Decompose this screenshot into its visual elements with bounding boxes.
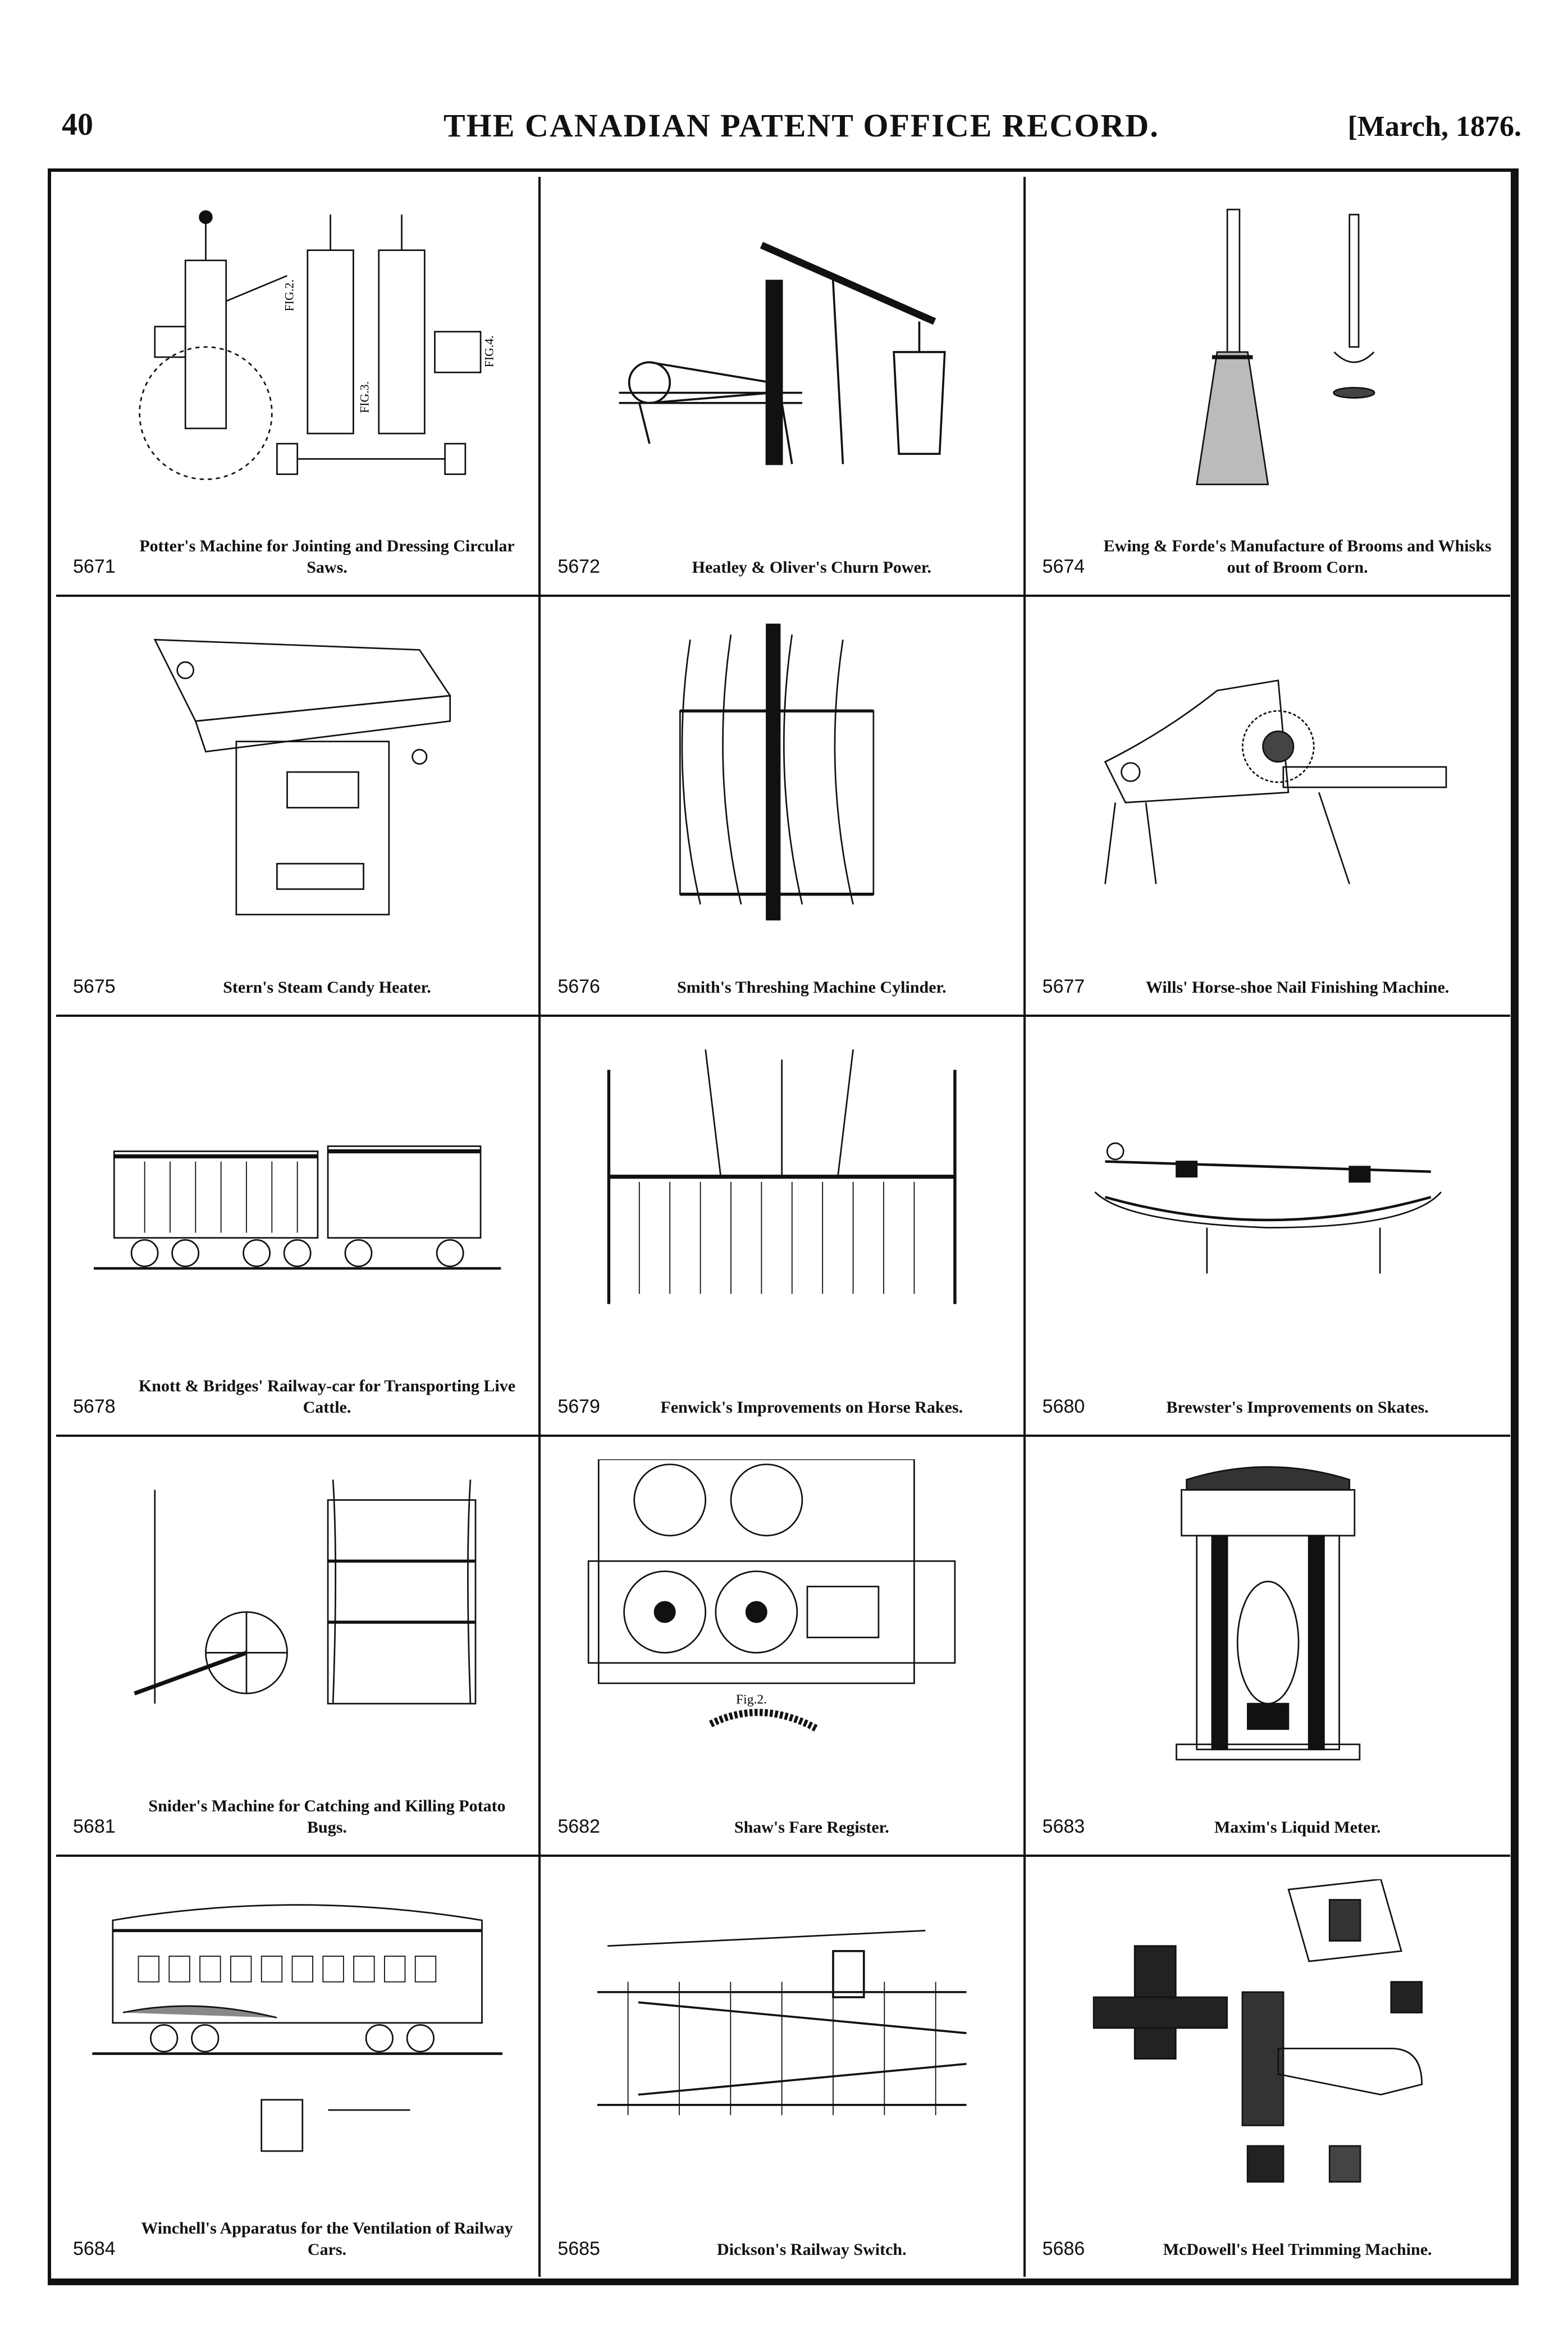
issue-date: [March, 1876. [1347,111,1521,143]
railway-car-ventilation-drawing-icon [79,1879,516,2187]
candy-heater-drawing-icon [79,619,516,925]
patent-cell-5686: 5686 McDowell's Heel Trimming Machine. [1026,1857,1510,2277]
patent-cell-5671: FIG.2. FIG.3. FIG.4. 5671 Potter's Machi… [56,177,541,597]
patent-title: Maxim's Liquid Meter. [1214,1818,1381,1837]
patent-title: McDowell's Heel Trimming Machine. [1163,2240,1432,2259]
patent-number: 5677 [1042,976,1085,997]
fig4-label: FIG.4. [483,335,496,367]
caption: 5680 Brewster's Improvements on Skates. [1043,1356,1493,1418]
patent-cell-5683: 5683 Maxim's Liquid Meter. [1025,1437,1510,1857]
patent-cell-5681: 5681 Snider's Machine for Catching and K… [56,1437,541,1857]
caption: 5676 Smith's Threshing Machine Cylinder. [557,936,1006,998]
patent-title: Shaw's Fare Register. [734,1818,889,1837]
patent-title: Winchell's Apparatus for the Ventilation… [141,2219,513,2259]
patent-cell-5678: 5678 Knott & Bridges' Railway-car for Tr… [56,1017,541,1437]
caption: 5682 Shaw's Fare Register. [557,1776,1006,1838]
patent-cell-5682: Fig.2. 5682 Shaw's Fare Register. [541,1437,1026,1857]
caption: 5681 Snider's Machine for Catching and K… [73,1776,522,1838]
horse-rake-drawing-icon [563,1039,1000,1345]
patent-cell-5684: 5684 Winchell's Apparatus for the Ventil… [56,1857,541,2277]
patent-title: Knott & Bridges' Railway-car for Transpo… [138,1377,516,1417]
patent-number: 5676 [557,976,600,997]
heel-trimming-machine-drawing-icon [1048,1878,1488,2187]
patent-title: Ewing & Forde's Manufacture of Brooms an… [1103,537,1492,577]
page-header: 40 THE CANADIAN PATENT OFFICE RECORD. [M… [62,107,1521,157]
patent-cell-5674: 5674 Ewing & Forde's Manufacture of Broo… [1025,177,1510,597]
caption: 5675 Stern's Steam Candy Heater. [73,936,522,998]
patent-number: 5685 [557,2238,600,2259]
patent-number: 5686 [1042,2238,1085,2259]
patent-cell-5685: 5685 Dickson's Railway Switch. [541,1857,1026,2277]
fig3-label: FIG.3. [358,381,372,413]
patent-title: Wills' Horse-shoe Nail Finishing Machine… [1145,978,1450,997]
railway-switch-drawing-icon [563,1879,1000,2187]
patent-grid: FIG.2. FIG.3. FIG.4. 5671 Potter's Machi… [56,177,1510,2277]
page-title: THE CANADIAN PATENT OFFICE RECORD. [444,107,1159,144]
patent-title: Fenwick's Improvements on Horse Rakes. [660,1398,963,1417]
caption: 5671 Potter's Machine for Jointing and D… [73,516,522,578]
caption: 5679 Fenwick's Improvements on Horse Rak… [557,1356,1006,1418]
threshing-cylinder-drawing-icon [563,619,1000,925]
potato-bug-machine-drawing-icon [79,1459,516,1765]
caption: 5683 Maxim's Liquid Meter. [1043,1776,1493,1838]
page-number: 40 [62,107,93,142]
nail-finishing-machine-drawing-icon [1048,619,1488,925]
patent-number: 5681 [73,1816,116,1837]
patent-number: 5680 [1042,1396,1085,1417]
churn-power-drawing-icon [563,199,1000,505]
fare-register-drawing-icon: Fig.2. [563,1458,1000,1765]
patent-cell-5677: 5677 Wills' Horse-shoe Nail Finishing Ma… [1025,597,1510,1017]
skate-drawing-icon [1048,1039,1488,1345]
patent-cell-5672: 5672 Heatley & Oliver's Churn Power. [541,177,1026,597]
patent-number: 5682 [557,1816,600,1837]
caption: 5674 Ewing & Forde's Manufacture of Broo… [1043,516,1493,578]
liquid-meter-drawing-icon [1048,1459,1488,1765]
patent-title: Stern's Steam Candy Heater. [223,978,431,997]
patent-number: 5671 [73,556,116,577]
caption: 5684 Winchell's Apparatus for the Ventil… [73,2198,522,2260]
patent-cell-5680: 5680 Brewster's Improvements on Skates. [1025,1017,1510,1437]
caption: 5678 Knott & Bridges' Railway-car for Tr… [73,1356,522,1418]
patent-number: 5679 [557,1396,600,1417]
patent-number: 5678 [73,1396,116,1417]
patent-number: 5672 [557,556,600,577]
patent-cell-5675: 5675 Stern's Steam Candy Heater. [56,597,541,1017]
patent-title: Smith's Threshing Machine Cylinder. [677,978,947,997]
patent-title: Potter's Machine for Jointing and Dressi… [139,537,515,577]
patent-number: 5683 [1042,1816,1085,1837]
patent-title: Snider's Machine for Catching and Killin… [148,1797,506,1837]
patent-number: 5684 [73,2238,116,2259]
saw-jointing-machine-drawing-icon: FIG.2. FIG.3. FIG.4. [79,199,516,505]
broom-drawing-icon [1048,199,1488,505]
patent-number: 5674 [1042,556,1085,577]
caption: 5672 Heatley & Oliver's Churn Power. [557,516,1006,578]
patent-number: 5675 [73,976,116,997]
patent-cell-5676: 5676 Smith's Threshing Machine Cylinder. [541,597,1026,1017]
cattle-car-drawing-icon [79,1039,516,1345]
fig2b-label: Fig.2. [736,1692,767,1707]
patent-title: Brewster's Improvements on Skates. [1166,1398,1429,1417]
patent-title: Heatley & Oliver's Churn Power. [692,558,931,577]
caption: 5685 Dickson's Railway Switch. [557,2198,1006,2260]
patent-cell-5679: 5679 Fenwick's Improvements on Horse Rak… [541,1017,1026,1437]
fig2-label: FIG.2. [282,280,296,312]
caption: 5686 McDowell's Heel Trimming Machine. [1043,2198,1493,2260]
caption: 5677 Wills' Horse-shoe Nail Finishing Ma… [1043,936,1493,998]
patent-title: Dickson's Railway Switch. [717,2240,907,2259]
plate-frame [48,168,1519,2285]
